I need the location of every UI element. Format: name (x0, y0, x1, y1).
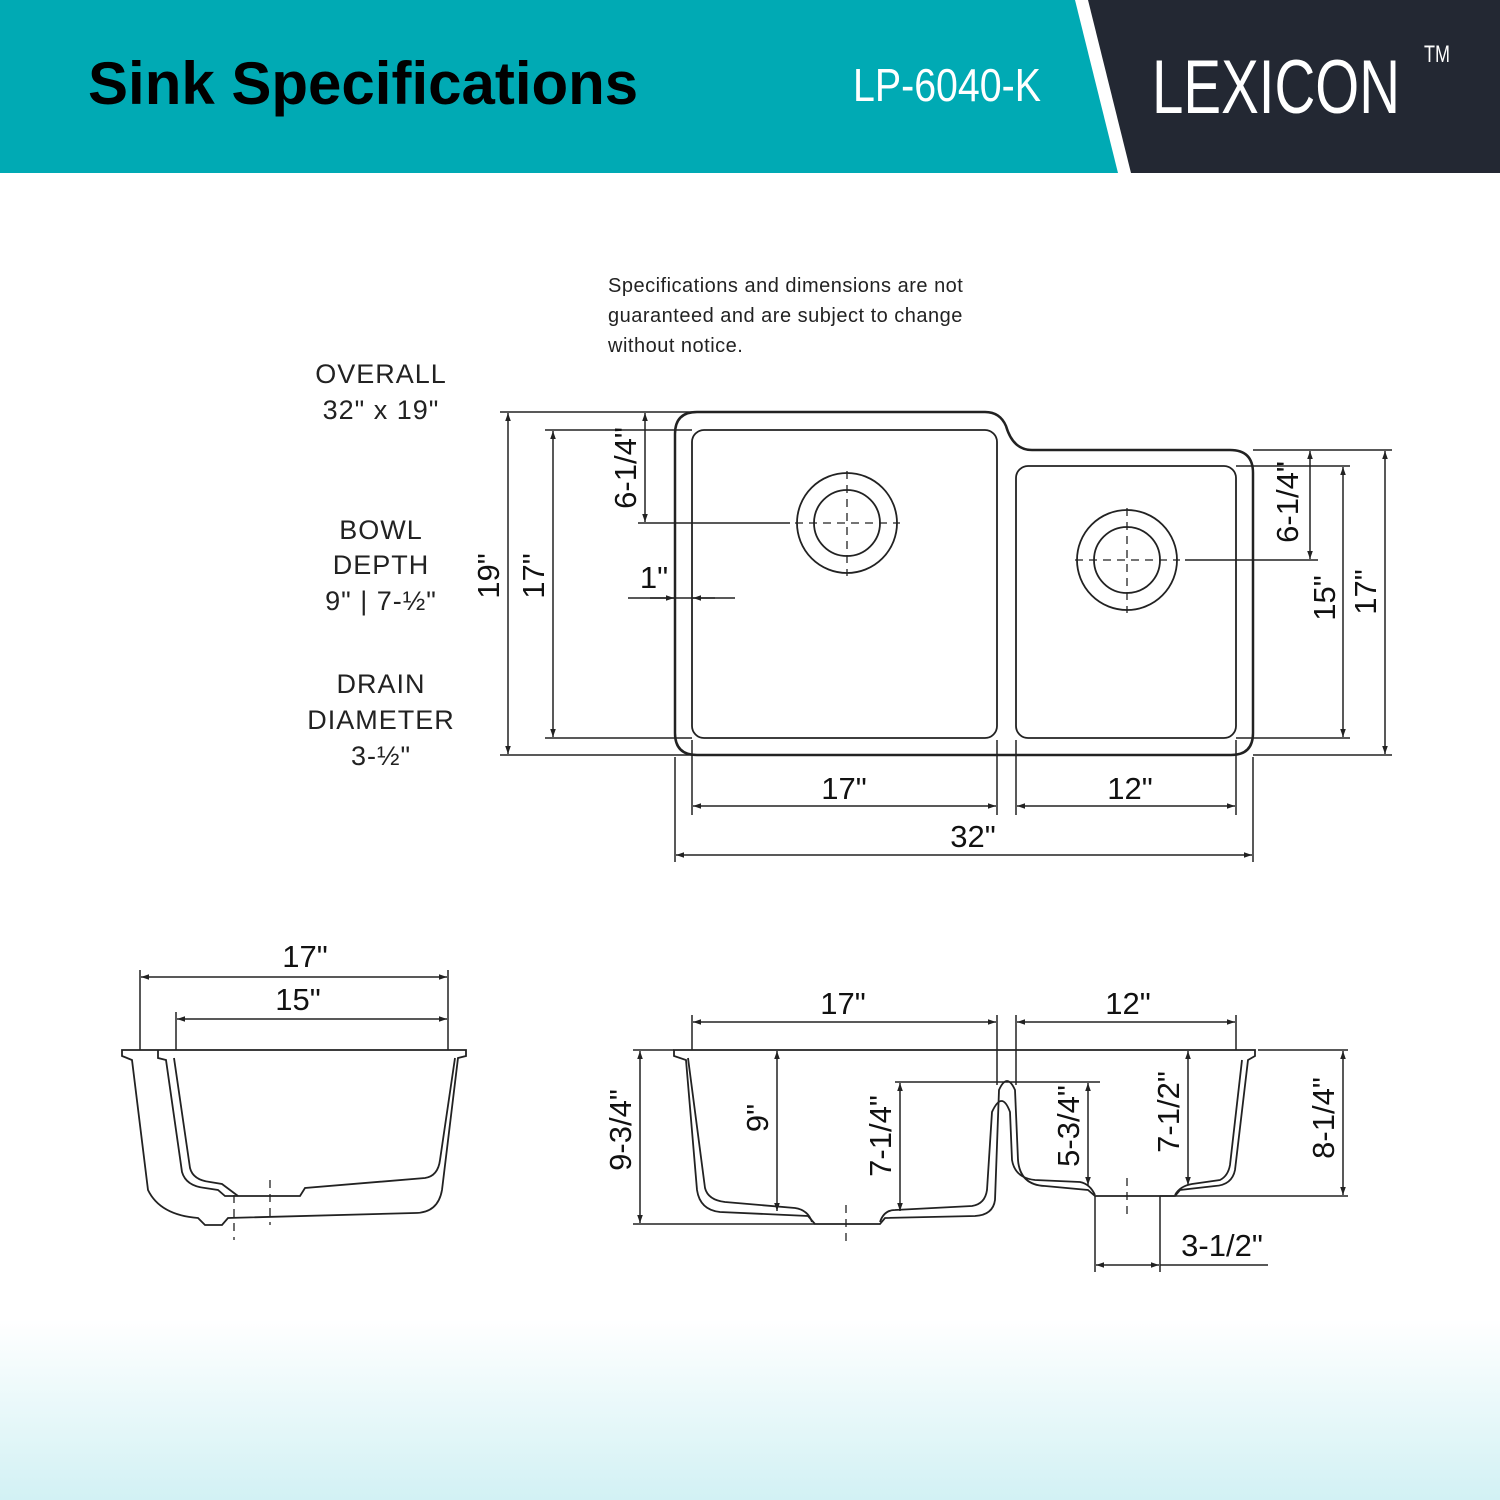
dim-rim-width: 1" (640, 560, 668, 595)
dim-overall-height: 9-3/4" (603, 1089, 638, 1171)
overall-value: 32" x 19" (323, 395, 440, 425)
drain-diameter-label: DIAMETER (307, 705, 455, 735)
right-drain-icon (1075, 508, 1180, 613)
dim-left-bowl-width: 17" (821, 771, 867, 806)
dim-right-overall-depth: 17" (1348, 569, 1383, 615)
dim-right-bowl-width: 12" (1107, 771, 1153, 806)
dim-right-bowl-depth: 7-1/2" (1151, 1071, 1186, 1153)
drain-diameter-value: 3-½" (351, 741, 411, 771)
sink-outline (673, 410, 1255, 757)
side-view-drawing: 17" 15" (121, 939, 467, 1240)
left-drain-icon (795, 471, 900, 576)
dim-overall-depth: 19" (471, 553, 506, 599)
disclaimer: Specifications and dimensions are not gu… (607, 275, 963, 357)
disclaimer-line: guaranteed and are subject to change (608, 305, 963, 327)
sink-section-inner (157, 1050, 456, 1197)
dim-front-right-width: 12" (1105, 986, 1151, 1021)
dim-right-overall-height: 8-1/4" (1306, 1077, 1341, 1159)
dim-left-drain-offset: 6-1/4" (608, 427, 643, 509)
dim-front-left-width: 17" (820, 986, 866, 1021)
spec-summary: OVERALL 32" x 19" BOWL DEPTH 9" | 7-½" D… (307, 359, 455, 771)
disclaimer-line: without notice. (607, 335, 743, 357)
drain-diameter-label: DRAIN (336, 669, 425, 699)
left-bowl (691, 429, 998, 739)
dim-left-bowl-depth: 9" (740, 1104, 775, 1132)
overall-label: OVERALL (315, 359, 447, 389)
dim-divider-height: 7-1/4" (863, 1095, 898, 1177)
dim-drain-diameter: 3-1/2" (1181, 1228, 1263, 1263)
front-view-drawing: 17" 12" 9-3/4" 9" 7-1/4" 5-3/4" 7-1/2" 8… (603, 986, 1348, 1272)
dim-side-inner-width: 15" (275, 982, 321, 1017)
header-banner: Sink Specifications LP-6040-K LEXICON TM (0, 0, 1500, 173)
footer-gradient (0, 1320, 1500, 1500)
brand-panel (1088, 0, 1500, 173)
model-number: LP-6040-K (853, 59, 1041, 111)
dim-right-drain-offset: 6-1/4" (1270, 461, 1305, 543)
dim-right-bowl-depth: 15" (1307, 575, 1342, 621)
bowl-depth-label: DEPTH (333, 550, 430, 580)
top-view-drawing: 19" 17" 6-1/4" 1" 6-1/4" 15" 17" 17" 12"… (471, 410, 1392, 862)
trademark-symbol: TM (1424, 41, 1450, 68)
right-bowl (1015, 465, 1237, 739)
bowl-depth-label: BOWL (339, 515, 423, 545)
disclaimer-line: Specifications and dimensions are not (608, 275, 963, 297)
bowl-depth-value: 9" | 7-½" (325, 586, 437, 616)
sink-section-wall (173, 1057, 239, 1197)
front-section-inner (687, 1057, 1243, 1223)
dim-overall-width: 32" (950, 819, 996, 854)
brand-logo: LEXICON (1152, 45, 1400, 130)
dim-side-outer-width: 17" (282, 939, 328, 974)
dim-divider-right-height: 5-3/4" (1051, 1085, 1086, 1167)
page-title: Sink Specifications (88, 50, 638, 117)
dim-left-bowl-depth: 17" (516, 553, 551, 599)
sink-section-outline (121, 1049, 467, 1226)
